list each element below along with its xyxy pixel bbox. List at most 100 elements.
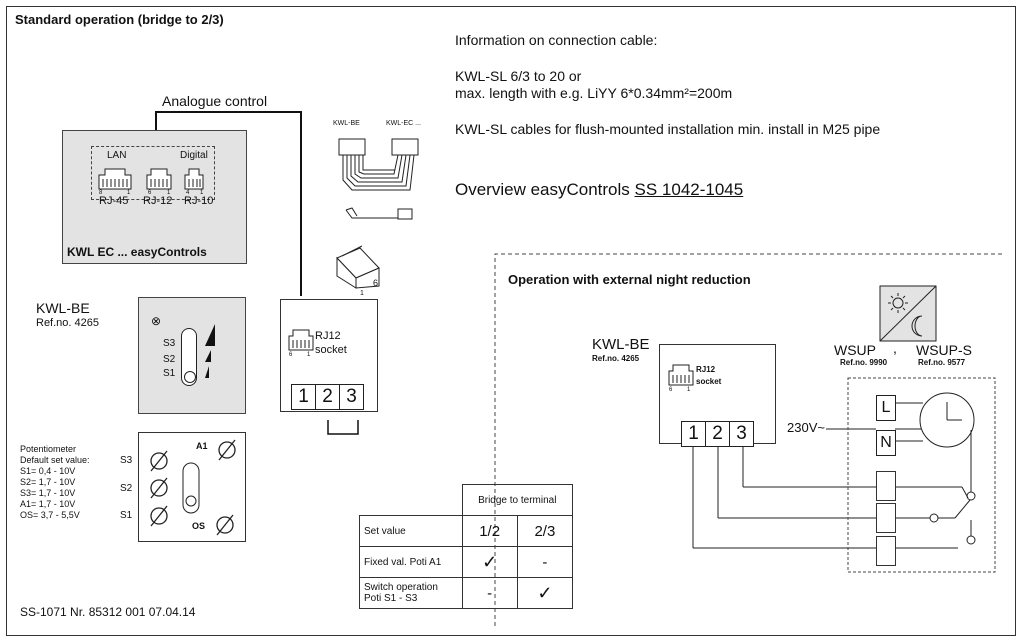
wsup-comma: ,: [893, 340, 897, 356]
kwl-be-symbol: ⊗: [151, 314, 162, 328]
socket-label-right: socket: [696, 377, 722, 386]
controller-box: LAN Digital 8 1 6 1 4 1 RJ-45 RJ-12 RJ-1…: [62, 130, 247, 264]
ports-svg: [98, 168, 204, 190]
digital-label: Digital: [180, 150, 208, 161]
port-group-frame: [91, 146, 215, 200]
rj12-socket-icon: [288, 329, 314, 351]
row-set-value: Set value: [359, 515, 463, 547]
terminal-2-right: 2: [705, 421, 730, 447]
dash-cell: -: [461, 577, 518, 609]
pot-default: Default set value:: [20, 455, 90, 465]
voltage-label: 230V~: [787, 420, 825, 435]
terminal-1-right: 1: [681, 421, 706, 447]
col-2-3: 2/3: [516, 515, 574, 547]
row-fixed-val: Fixed val. Poti A1: [359, 546, 463, 578]
info-line-3: KWL-SL cables for flush-mounted installa…: [455, 121, 881, 137]
wsup-ref: Ref.no. 9990: [840, 358, 888, 367]
pot-label-s1: S1: [120, 510, 133, 521]
bridge-table: Bridge to terminal Set value 1/2 2/3 Fix…: [359, 484, 574, 609]
overview-prefix: Overview easyControls: [455, 180, 635, 199]
lan-label: LAN: [107, 150, 127, 161]
info-heading: Information on connection cable:: [455, 32, 658, 48]
level-bars-icon: [205, 324, 215, 378]
plug-pin-1: 1: [360, 290, 364, 297]
pot-label-a1: A1: [196, 441, 208, 451]
row-switch-operation: Switch operation Poti S1 - S3: [359, 577, 463, 609]
rj45-label: RJ-45: [99, 195, 129, 207]
pin-1a: 1: [127, 190, 131, 196]
page-frame: [6, 6, 1016, 636]
relay-terminal-1: [876, 471, 896, 501]
page-title: Standard operation (bridge to 2/3): [15, 12, 224, 27]
night-kwl-be-name: KWL-BE: [592, 336, 650, 353]
pot-label-os: OS: [192, 521, 206, 531]
terminal-2-left: 2: [315, 384, 340, 410]
pot-a1: A1= 1,7 - 10V: [20, 499, 76, 509]
pot-label-s3: S3: [120, 455, 133, 466]
rj10-label: RJ-10: [184, 195, 214, 207]
pin-1c: 1: [200, 190, 204, 196]
relay-terminal-2: [876, 503, 896, 533]
pot-heading: Potentiometer: [20, 444, 77, 454]
dash-cell: -: [516, 546, 574, 578]
terminal-l: L: [876, 395, 896, 421]
pin-6: 6: [148, 190, 152, 196]
socket-pin1-right: 1: [687, 387, 691, 393]
night-reduction-title: Operation with external night reduction: [508, 272, 751, 287]
socket-label-left: socket: [315, 344, 347, 356]
relay-terminal-3: [876, 536, 896, 566]
row-switch-line1: Switch operation: [364, 582, 438, 593]
cable-label-kwl-ec: KWL-EC ...: [386, 120, 422, 127]
table-row: Set value 1/2 2/3: [359, 515, 574, 547]
info-line-2: max. length with e.g. LiYY 6*0.34mm²=200…: [455, 85, 733, 101]
wsups-ref: Ref.no. 9577: [918, 358, 966, 367]
potentiometer-notes: Potentiometer Default set value: S1= 0,4…: [20, 444, 90, 521]
wsup-name: WSUP: [834, 342, 876, 358]
socket-pin6-left: 6: [289, 352, 293, 358]
pot-os: OS= 3,7 - 5,5V: [20, 510, 80, 520]
rj12-label-right: RJ12: [696, 365, 716, 374]
row-switch-line2: Poti S1 - S3: [364, 593, 418, 604]
table-row: Switch operation Poti S1 - S3 - ✓: [359, 577, 574, 609]
bridge-header: Bridge to terminal: [461, 484, 573, 516]
col-1-2: 1/2: [461, 515, 518, 547]
info-line-1: KWL-SL 6/3 to 20 or: [455, 68, 582, 84]
check-icon: ✓: [461, 546, 518, 578]
socket-pin6-right: 6: [669, 387, 673, 393]
table-row: Bridge to terminal: [360, 484, 573, 516]
rj12-socket-icon-right: [668, 364, 694, 386]
overview-link[interactable]: SS 1042-1045: [634, 180, 744, 199]
slide-knob[interactable]: [184, 371, 196, 383]
slide-switch[interactable]: [181, 328, 197, 386]
kwl-be-panel: ⊗ S3 S2 S1: [138, 297, 246, 414]
pot-label-s2: S2: [120, 483, 133, 494]
pot-s2: S2= 1,7 - 10V: [20, 477, 76, 487]
socket-pin1-left: 1: [307, 352, 311, 358]
footer-reference: SS-1071 Nr. 85312 001 07.04.14: [20, 605, 196, 619]
table-row: Fixed val. Poti A1 ✓ -: [359, 546, 574, 578]
pot-s1: S1= 0,4 - 10V: [20, 466, 76, 476]
night-kwl-be-ref: Ref.no. 4265: [592, 354, 640, 363]
wsups-name: WSUP-S: [916, 342, 972, 358]
switch-s1: S1: [163, 368, 176, 379]
cable-label-kwl-be: KWL-BE: [333, 120, 360, 127]
kwl-be-name: KWL-BE: [36, 300, 90, 316]
terminal-3-left: 3: [339, 384, 364, 410]
terminal-n: N: [876, 430, 896, 456]
cable-illustration: [336, 138, 419, 289]
sun-moon-icon: [879, 285, 937, 342]
terminal-1-left: 1: [291, 384, 316, 410]
potentiometer-panel: S3 S2 S1 A1 OS: [120, 432, 246, 542]
analogue-control-label: Analogue control: [162, 93, 268, 109]
kwl-be-ref: Ref.no. 4265: [36, 317, 99, 329]
terminal-3-right: 3: [729, 421, 754, 447]
check-icon: ✓: [516, 577, 574, 609]
pin-8: 8: [99, 190, 103, 196]
pot-s3: S3= 1,7 - 10V: [20, 488, 76, 498]
switch-s3: S3: [163, 338, 176, 349]
switch-s2: S2: [163, 354, 176, 365]
controller-name: KWL EC ... easyControls: [67, 245, 207, 259]
overview-reference: Overview easyControls SS 1042-1045: [455, 180, 743, 200]
